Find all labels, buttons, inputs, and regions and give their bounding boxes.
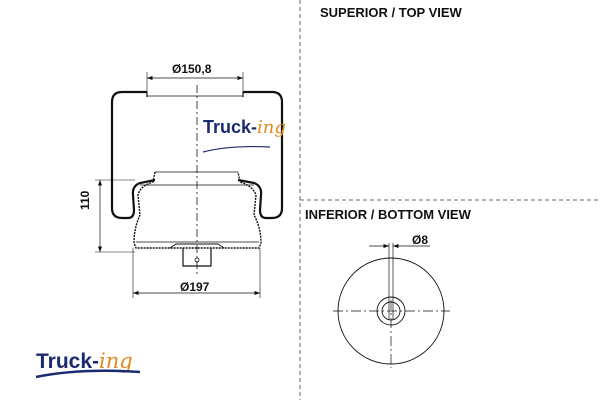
bottom-view-title: INFERIOR / BOTTOM VIEW [305, 207, 471, 222]
drawing-logo: Truck-ing [203, 117, 286, 138]
bottom-view [333, 243, 450, 368]
stud-diameter-label: Ø8 [412, 233, 429, 247]
height-label: 110 [78, 190, 92, 210]
top-view-title: SUPERIOR / TOP VIEW [320, 5, 462, 20]
top-diameter-label: Ø150,8 [172, 62, 212, 76]
air-spring-side-view [95, 72, 284, 298]
brand-logo: Truck-ing [36, 349, 133, 373]
bottom-diameter-label: Ø197 [180, 280, 210, 294]
